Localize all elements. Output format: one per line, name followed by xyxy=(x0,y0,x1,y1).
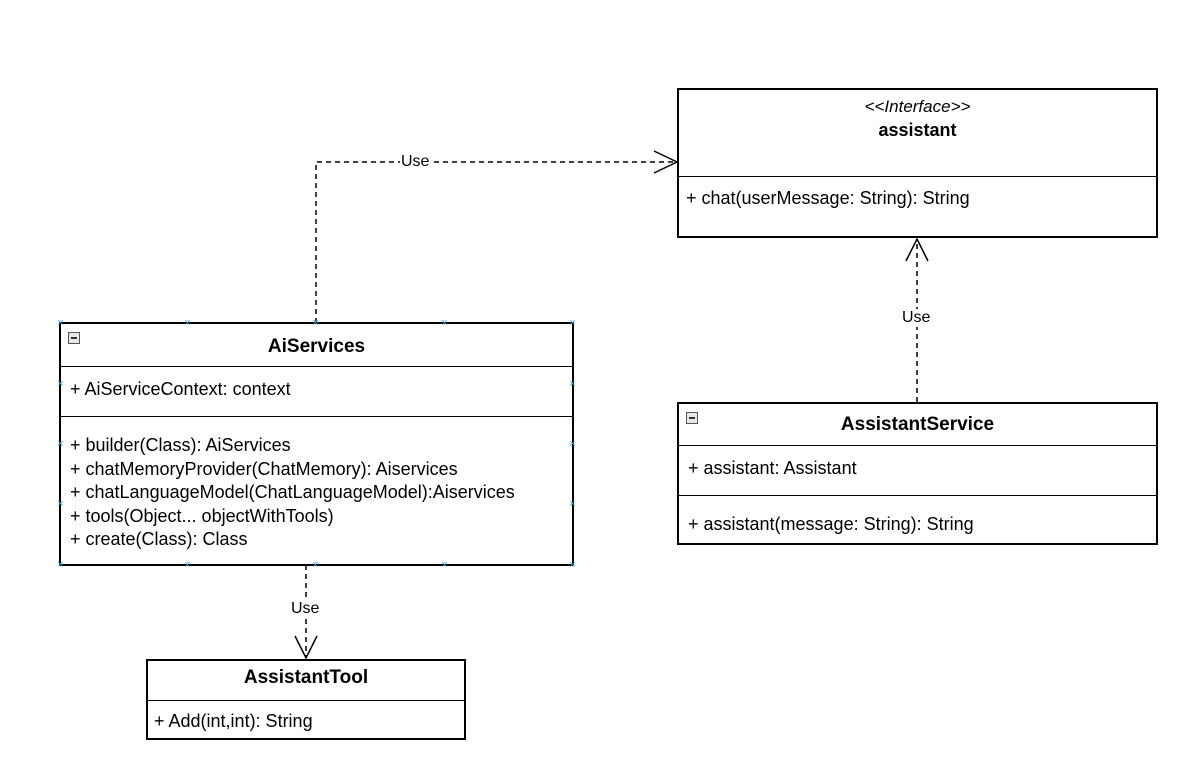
resize-handle[interactable]: × xyxy=(184,317,191,329)
arrowhead-to-assistant-from-service xyxy=(905,237,929,262)
class-assistantservice[interactable]: AssistantService + assistant: Assistant … xyxy=(677,402,1158,545)
resize-handle[interactable]: × xyxy=(312,559,319,571)
divider xyxy=(679,495,1156,496)
class-assistant-interface[interactable]: <<Interface>> assistant + chat(userMessa… xyxy=(677,88,1158,238)
resize-handle[interactable]: × xyxy=(569,317,576,329)
method-add: + Add(int,int): String xyxy=(154,711,313,731)
method-tools: + tools(Object... objectWithTools) xyxy=(70,506,334,526)
edge-label-use: Use xyxy=(901,309,932,327)
resize-handle[interactable]: × xyxy=(57,317,64,329)
class-aiservices[interactable]: AiServices + AiServiceContext: context +… xyxy=(59,322,574,566)
resize-handle[interactable]: × xyxy=(441,317,448,329)
resize-handle[interactable]: × xyxy=(569,498,576,510)
method-builder: + builder(Class): AiServices xyxy=(70,435,291,455)
resize-handle[interactable]: × xyxy=(569,559,576,571)
resize-handle[interactable]: × xyxy=(57,438,64,450)
collapse-toggle-icon[interactable] xyxy=(686,412,698,424)
arrowhead-to-assistanttool xyxy=(294,635,318,660)
class-name: AssistantTool xyxy=(243,667,369,688)
divider xyxy=(61,366,572,367)
collapse-toggle-icon[interactable] xyxy=(68,332,80,344)
method-assistant: + assistant(message: String): String xyxy=(688,514,974,534)
resize-handle[interactable]: × xyxy=(57,559,64,571)
method-chatmemoryprovider: + chatMemoryProvider(ChatMemory): Aiserv… xyxy=(70,459,458,479)
divider xyxy=(61,416,572,417)
resize-handle[interactable]: × xyxy=(569,378,576,390)
edge-aiservices-to-assistant[interactable] xyxy=(315,161,676,323)
resize-handle[interactable]: × xyxy=(312,317,319,329)
resize-handle[interactable]: × xyxy=(441,559,448,571)
resize-handle[interactable]: × xyxy=(184,559,191,571)
class-name: AssistantService xyxy=(840,414,995,435)
attribute-context: + AiServiceContext: context xyxy=(70,379,291,399)
edge-label-use: Use xyxy=(290,600,321,618)
divider xyxy=(679,445,1156,446)
class-assistanttool[interactable]: AssistantTool + Add(int,int): String xyxy=(146,659,466,740)
resize-handle[interactable]: × xyxy=(569,438,576,450)
class-name: AiServices xyxy=(267,336,366,357)
method-create: + create(Class): Class xyxy=(70,529,248,549)
divider xyxy=(148,700,464,701)
method-chatlanguagemodel: + chatLanguageModel(ChatLanguageModel):A… xyxy=(70,482,515,502)
class-name: assistant xyxy=(878,120,957,140)
method-chat: + chat(userMessage: String): String xyxy=(686,188,970,208)
resize-handle[interactable]: × xyxy=(57,378,64,390)
attribute-assistant: + assistant: Assistant xyxy=(688,458,857,478)
resize-handle[interactable]: × xyxy=(57,498,64,510)
stereotype-label: <<Interface>> xyxy=(864,97,971,116)
arrowhead-to-assistant xyxy=(653,150,679,174)
divider xyxy=(679,176,1156,177)
edge-label-use: Use xyxy=(400,153,431,171)
